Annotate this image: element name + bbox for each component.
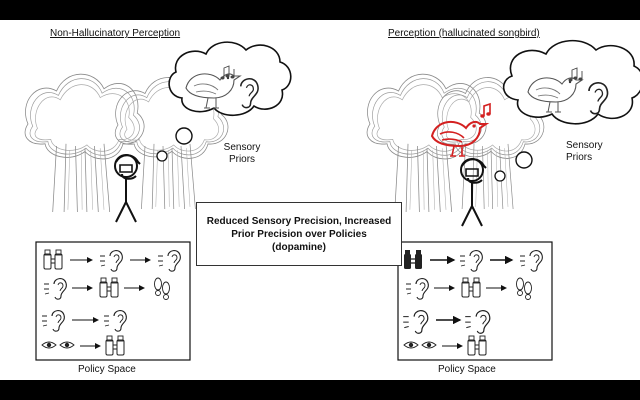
- right-priors-label: Priors: [566, 152, 593, 163]
- left-panel-title: Non-Hallucinatory Perception: [50, 28, 181, 39]
- right-policy-space-label: Policy Space: [438, 364, 496, 375]
- right-sensory-priors-label: Sensory Priors: [566, 140, 606, 164]
- left-sensory-label: Sensory: [223, 142, 261, 153]
- slide: Non-Hallucinatory Perception Perception …: [0, 20, 640, 380]
- center-caption-line-3: (dopamine): [272, 241, 326, 253]
- right-panel-title: Perception (hallucinated songbird): [388, 28, 540, 39]
- left-thought-cloud: [156, 41, 292, 162]
- illustration: [24, 39, 640, 361]
- center-caption-line-2: Prior Precision over Policies: [231, 228, 367, 240]
- left-sensory-priors-label: Sensory Priors: [222, 142, 262, 166]
- right-policy-box: [397, 241, 553, 361]
- left-policy-box: [35, 241, 191, 361]
- right-person: [460, 158, 487, 227]
- right-thought-cloud: [494, 39, 640, 182]
- center-caption-box: Reduced Sensory Precision, Increased Pri…: [196, 202, 402, 266]
- left-person: [114, 154, 141, 223]
- center-caption-line-1: Reduced Sensory Precision, Increased: [206, 215, 392, 227]
- left-policy-space-label: Policy Space: [78, 364, 136, 375]
- hallucinated-bird-icon: [430, 102, 491, 157]
- left-priors-label: Priors: [228, 154, 256, 165]
- right-sensory-label: Sensory: [566, 140, 603, 151]
